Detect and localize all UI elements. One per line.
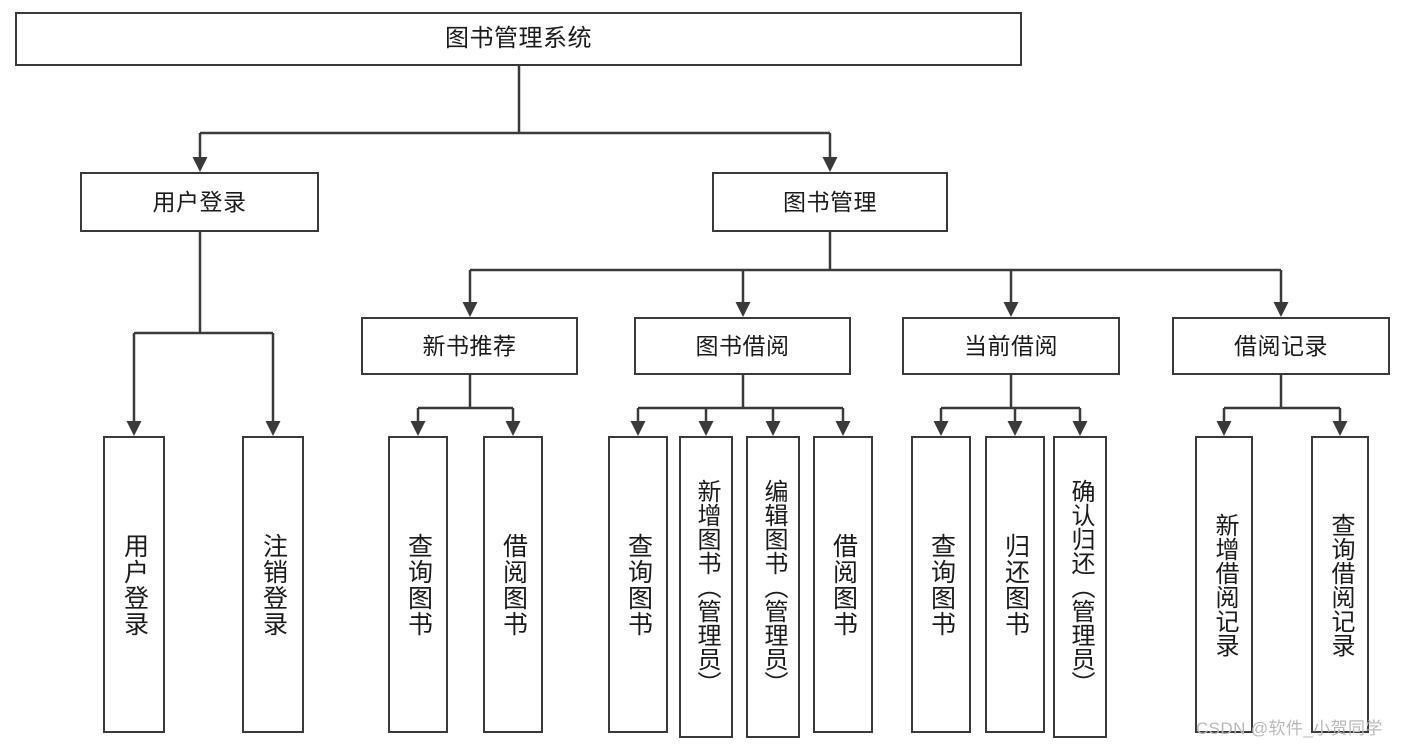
node-leaf-query-record: 查询借阅记录 bbox=[1311, 436, 1369, 733]
node-label: 借阅图书 bbox=[499, 532, 528, 637]
node-label: 图书借阅 bbox=[695, 332, 790, 359]
node-label: 图书管理系统 bbox=[445, 25, 592, 53]
arrowhead bbox=[410, 421, 426, 436]
arrowhead bbox=[126, 421, 142, 436]
node-leaf-query-book-c: 查询图书 bbox=[911, 436, 971, 733]
node-label: 归还图书 bbox=[1001, 532, 1030, 637]
arrowhead bbox=[822, 157, 838, 172]
node-leaf-query-book-a: 查询图书 bbox=[388, 436, 448, 733]
arrowhead bbox=[933, 421, 949, 436]
node-leaf-edit-book: 编辑图书（管理员） bbox=[746, 436, 800, 738]
node-leaf-add-record: 新增借阅记录 bbox=[1195, 436, 1253, 733]
node-leaf-query-book-b: 查询图书 bbox=[608, 436, 668, 733]
node-new-book-rec: 新书推荐 bbox=[361, 317, 578, 375]
arrowhead bbox=[1003, 302, 1019, 317]
node-label: 用户登录 bbox=[120, 532, 149, 637]
node-label: 查询图书 bbox=[927, 532, 956, 637]
node-leaf-borrow-book-a: 借阅图书 bbox=[483, 436, 543, 733]
arrowhead bbox=[735, 302, 751, 317]
node-leaf-user-login: 用户登录 bbox=[103, 436, 165, 733]
node-label: 用户登录 bbox=[152, 188, 247, 215]
arrowhead bbox=[265, 421, 281, 436]
node-label: 当前借阅 bbox=[964, 332, 1058, 359]
arrowhead bbox=[505, 421, 521, 436]
node-book-borrow: 图书借阅 bbox=[634, 317, 851, 375]
node-leaf-logout: 注销登录 bbox=[242, 436, 304, 733]
arrowhead bbox=[630, 421, 646, 436]
arrowhead bbox=[462, 302, 478, 317]
node-label: 借阅记录 bbox=[1234, 332, 1328, 359]
node-borrow-record: 借阅记录 bbox=[1172, 317, 1390, 375]
arrowhead bbox=[1216, 421, 1232, 436]
node-current-borrow: 当前借阅 bbox=[902, 317, 1120, 375]
arrowhead bbox=[1332, 421, 1348, 436]
arrowhead bbox=[835, 421, 851, 436]
node-label: 新书推荐 bbox=[422, 332, 517, 359]
node-label: 查询图书 bbox=[624, 532, 653, 637]
csdn-watermark: CSDN @软件_小贺同学 bbox=[1196, 719, 1383, 738]
node-book-manage: 图书管理 bbox=[712, 172, 948, 232]
node-label: 借阅图书 bbox=[829, 532, 858, 637]
arrowhead bbox=[1273, 302, 1289, 317]
node-leaf-add-book: 新增图书（管理员） bbox=[679, 436, 733, 738]
node-label: 确认归还（管理员） bbox=[1067, 479, 1094, 695]
arrowhead bbox=[192, 157, 208, 172]
node-user-login: 用户登录 bbox=[80, 172, 319, 232]
arrowhead bbox=[765, 421, 781, 436]
node-label: 查询借阅记录 bbox=[1327, 512, 1354, 657]
node-leaf-confirm-return: 确认归还（管理员） bbox=[1053, 436, 1107, 738]
node-label: 新增图书（管理员） bbox=[693, 479, 720, 695]
node-label: 新增借阅记录 bbox=[1211, 512, 1238, 657]
node-label: 图书管理 bbox=[783, 188, 877, 215]
arrowhead bbox=[698, 421, 714, 436]
node-label: 编辑图书（管理员） bbox=[760, 479, 787, 695]
node-leaf-return-book: 归还图书 bbox=[985, 436, 1045, 733]
node-root: 图书管理系统 bbox=[15, 12, 1022, 66]
arrowhead bbox=[1007, 421, 1023, 436]
node-label: 查询图书 bbox=[404, 532, 433, 637]
node-leaf-borrow-book-b: 借阅图书 bbox=[813, 436, 873, 733]
arrowhead bbox=[1072, 421, 1088, 436]
node-label: 注销登录 bbox=[259, 532, 288, 637]
